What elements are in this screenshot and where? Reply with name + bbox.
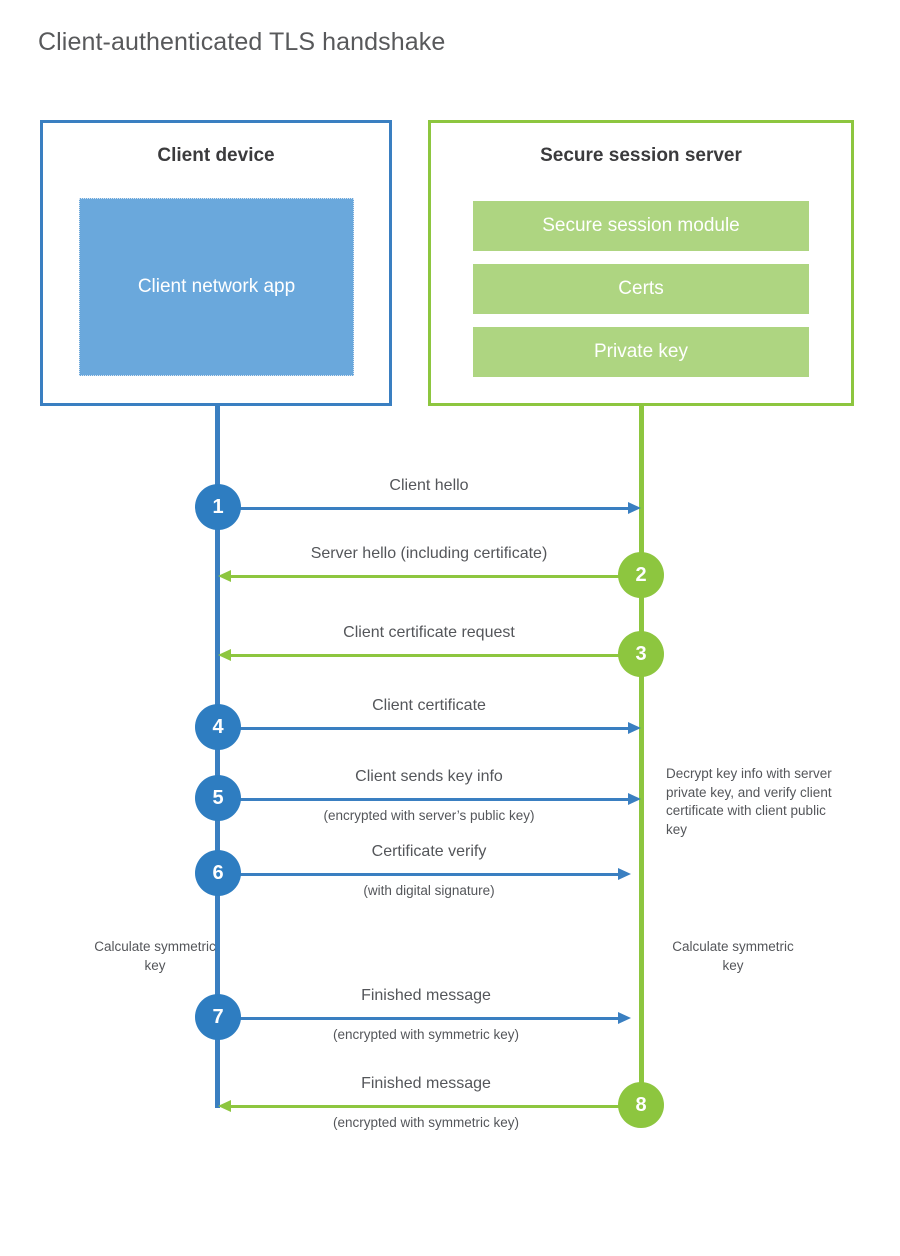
step-3-arrow-head-left-icon [218, 649, 231, 661]
step-2-label: Server hello (including certificate) [310, 545, 548, 562]
step-7-arrow-line [218, 1017, 618, 1020]
server-component-certs: Certs [473, 264, 809, 314]
step-2-arrow-head-left-icon [218, 570, 231, 582]
step-badge-4[interactable]: 4 [195, 704, 241, 750]
client-device-box: Client device Client network app [40, 120, 392, 406]
step-5-sublabel: (encrypted with server’s public key) [323, 808, 535, 823]
step-6-label: Certificate verify [371, 843, 487, 860]
step-6-arrow-line [218, 873, 618, 876]
step-6-sublabel: (with digital signature) [363, 883, 495, 898]
step-4-arrow-line [218, 727, 628, 730]
step-5-arrow-line [218, 798, 628, 801]
step-7-arrow-head-right-icon [618, 1012, 631, 1024]
step-badge-7[interactable]: 7 [195, 994, 241, 1040]
page-title: Client-authenticated TLS handshake [38, 28, 446, 56]
step-badge-5[interactable]: 5 [195, 775, 241, 821]
client-network-app-panel: Client network app [79, 198, 354, 376]
step-6-arrow-head-right-icon [618, 868, 631, 880]
step-badge-1[interactable]: 1 [195, 484, 241, 530]
server-decrypt-note: Decrypt key info with server private key… [666, 766, 832, 837]
client-device-title: Client device [157, 145, 275, 166]
server-lifeline [639, 403, 644, 1106]
step-badge-3[interactable]: 3 [618, 631, 664, 677]
server-calculate-symmetric-key-note: Calculate symmetric key [672, 939, 794, 973]
client-calculate-symmetric-key-note: Calculate symmetric key [94, 939, 216, 973]
step-5-arrow-head-right-icon [628, 793, 641, 805]
step-1-label: Client hello [389, 477, 469, 494]
step-3-label: Client certificate request [343, 624, 515, 641]
step-4-arrow-head-right-icon [628, 722, 641, 734]
secure-session-server-box: Secure session server Secure session mod… [428, 120, 854, 406]
step-1-arrow-head-right-icon [628, 502, 641, 514]
step-8-label: Finished message [361, 1075, 491, 1092]
step-8-arrow-head-left-icon [218, 1100, 231, 1112]
step-5-label: Client sends key info [355, 768, 503, 785]
step-3-arrow-line [231, 654, 641, 657]
step-1-arrow-line [218, 507, 628, 510]
server-component-private-key: Private key [473, 327, 809, 377]
step-8-sublabel: (encrypted with symmetric key) [332, 1115, 520, 1130]
step-badge-2[interactable]: 2 [618, 552, 664, 598]
server-component-secure-session-module: Secure session module [473, 201, 809, 251]
client-lifeline [215, 403, 220, 1108]
secure-session-server-title: Secure session server [540, 145, 742, 166]
step-badge-6[interactable]: 6 [195, 850, 241, 896]
step-4-label: Client certificate [372, 697, 486, 714]
step-7-sublabel: (encrypted with symmetric key) [332, 1027, 520, 1042]
step-2-arrow-line [231, 575, 641, 578]
step-badge-8[interactable]: 8 [618, 1082, 664, 1128]
step-7-label: Finished message [361, 987, 491, 1004]
step-8-arrow-line [231, 1105, 641, 1108]
